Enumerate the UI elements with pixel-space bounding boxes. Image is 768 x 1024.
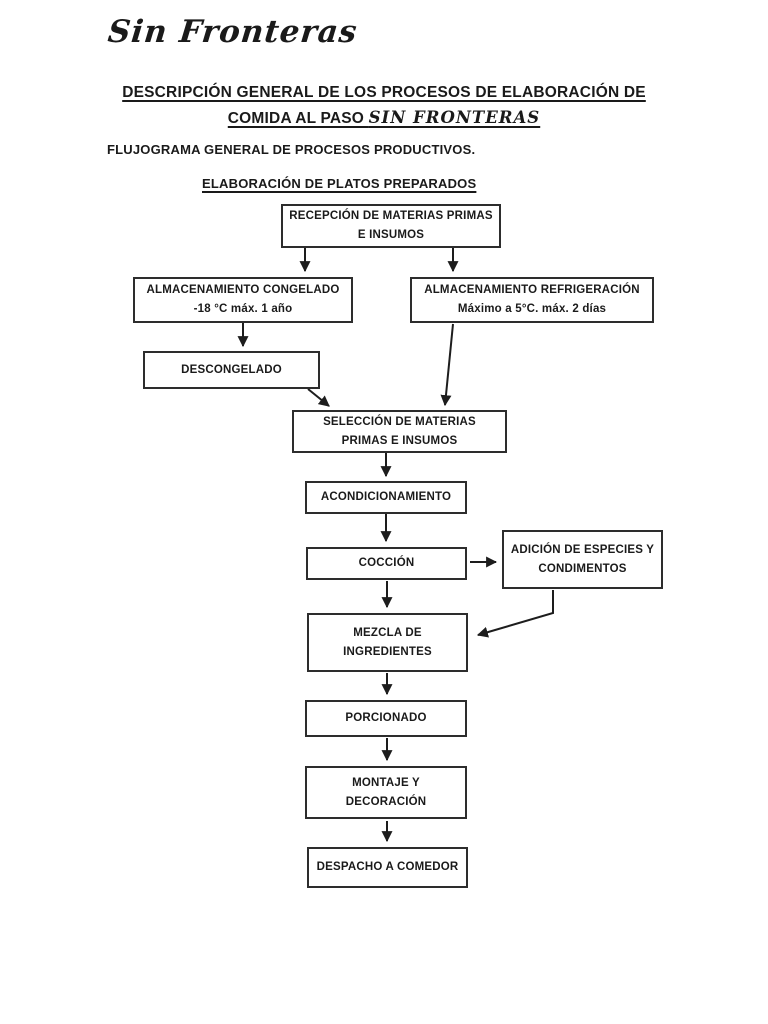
section-heading: ELABORACIÓN DE PLATOS PREPARADOS <box>202 176 477 191</box>
flow-node-mezcla: MEZCLA DE INGREDIENTES <box>307 613 468 672</box>
arrow-adicion-to-mezcla <box>476 590 554 638</box>
flow-node-acondicionamiento: ACONDICIONAMIENTO <box>305 481 467 514</box>
flow-node-descongelado-line1: DESCONGELADO <box>181 363 282 376</box>
flow-node-coccion: COCCIÓN <box>306 547 467 580</box>
flow-node-adicion-line2: CONDIMENTOS <box>538 562 627 575</box>
document-title: DESCRIPCIÓN GENERAL DE LOS PROCESOS DE E… <box>64 80 704 131</box>
flow-node-mezcla-line2: INGREDIENTES <box>343 645 432 658</box>
flow-node-recepcion-line1: RECEPCIÓN DE MATERIAS PRIMAS <box>289 210 493 222</box>
flow-node-adicion-line1: ADICIÓN DE ESPECIES Y <box>510 543 655 556</box>
flow-node-mezcla-line1: MEZCLA DE <box>353 626 422 639</box>
flow-node-seleccion-line2: PRIMAS E INSUMOS <box>341 434 458 447</box>
flow-node-recepcion: RECEPCIÓN DE MATERIAS PRIMAS E INSUMOS <box>281 204 501 248</box>
flow-node-seleccion-line1: SELECCIÓN DE MATERIAS <box>323 415 476 428</box>
flow-node-refrigeracion-line1: ALMACENAMIENTO REFRIGERACIÓN <box>424 284 640 296</box>
flow-node-despacho: DESPACHO A COMEDOR <box>307 847 468 888</box>
flowchart-subtitle: FLUJOGRAMA GENERAL DE PROCESOS PRODUCTIV… <box>107 142 476 157</box>
flow-node-porcionado-line1: PORCIONADO <box>345 712 427 724</box>
flow-node-refrigeracion-line2: Máximo a 5°C. máx. 2 días <box>457 303 607 315</box>
document-title-line2: COMIDA AL PASO <box>227 110 369 127</box>
flow-node-coccion-line1: COCCIÓN <box>358 557 415 569</box>
document-title-brand: SIN FRONTERAS <box>368 108 541 127</box>
flow-node-congelado-line2: -18 °C máx. 1 año <box>193 303 293 315</box>
flow-node-almacenamiento-refrigeracion: ALMACENAMIENTO REFRIGERACIÓN Máximo a 5°… <box>410 277 654 323</box>
flow-node-congelado-line1: ALMACENAMIENTO CONGELADO <box>146 284 340 296</box>
flow-node-seleccion: SELECCIÓN DE MATERIAS PRIMAS E INSUMOS <box>292 410 507 453</box>
brand-logo: Sin Fronteras <box>106 14 360 50</box>
flow-node-adicion: ADICIÓN DE ESPECIES Y CONDIMENTOS <box>502 530 663 589</box>
flow-node-acondicionamiento-line1: ACONDICIONAMIENTO <box>320 491 452 503</box>
flow-node-montaje-line2: DECORACIÓN <box>345 795 427 808</box>
arrow-refrigeracion-to-seleccion <box>440 323 454 407</box>
flow-node-almacenamiento-congelado: ALMACENAMIENTO CONGELADO -18 °C máx. 1 a… <box>133 277 353 323</box>
arrow-descongelado-to-seleccion <box>307 388 330 407</box>
flow-node-montaje-line1: MONTAJE Y <box>352 776 420 789</box>
flow-node-descongelado: DESCONGELADO <box>143 351 320 389</box>
document-title-line1: DESCRIPCIÓN GENERAL DE LOS PROCESOS DE E… <box>122 84 646 101</box>
flow-node-recepcion-line2: E INSUMOS <box>357 229 425 241</box>
flow-node-porcionado: PORCIONADO <box>305 700 467 737</box>
flow-node-montaje: MONTAJE Y DECORACIÓN <box>305 766 467 819</box>
flow-node-despacho-line1: DESPACHO A COMEDOR <box>316 861 459 873</box>
